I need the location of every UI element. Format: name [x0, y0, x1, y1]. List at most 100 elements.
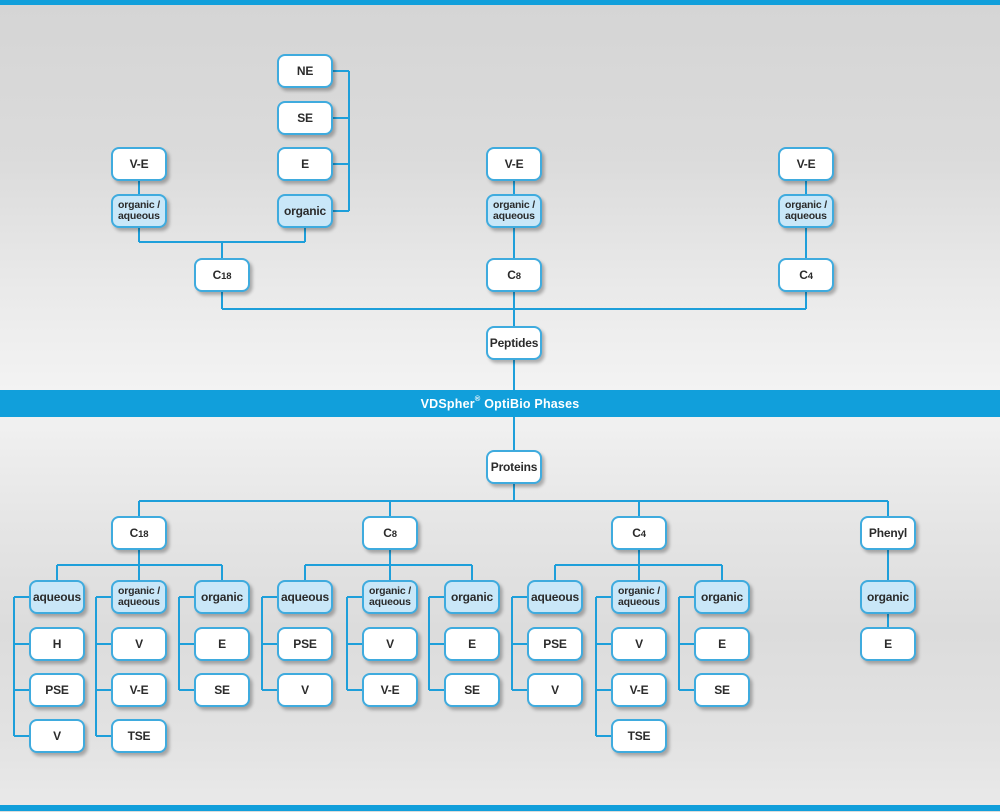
node-label: V	[386, 637, 394, 651]
node-label-line: organic /	[493, 198, 535, 211]
node-label: PSE	[293, 637, 317, 651]
banner-brand: VDSpher	[420, 396, 475, 411]
node-label-subscript: 18	[138, 528, 149, 540]
node-pro-c18-aq-h: H	[29, 627, 85, 661]
node-pep-c18-ve: V-E	[111, 147, 167, 181]
banner: VDSpher® OptiBio Phases	[0, 390, 1000, 417]
node-label: C	[383, 526, 392, 540]
node-label-subscript: 4	[640, 528, 646, 540]
node-pro-phenyl: Phenyl	[860, 516, 916, 550]
node-label: H	[52, 637, 62, 651]
node-label: V	[135, 637, 143, 651]
node-pep-c4-orgaq: organic /aqueous	[778, 194, 834, 228]
node-label: E	[718, 637, 726, 651]
node-pro-c8-oa-v: V	[362, 627, 418, 661]
node-pro-phenyl-or-e: E	[860, 627, 916, 661]
node-label-line: aqueous	[785, 210, 827, 222]
banner-rest: OptiBio Phases	[480, 396, 580, 411]
node-pep-organic: organic	[277, 194, 333, 228]
node-label: SE	[214, 683, 230, 697]
node-pro-c8-or-e: E	[444, 627, 500, 661]
node-label: Proteins	[490, 460, 538, 474]
node-pro-c18-aq-v: V	[29, 719, 85, 753]
node-pro-c18-orgaq: organic /aqueous	[111, 580, 167, 614]
node-label: SE	[297, 111, 313, 125]
node-pro-c4-oa-ve: V-E	[611, 673, 667, 707]
node-label: V-E	[129, 157, 149, 171]
node-pro-c18-aqueous: aqueous	[29, 580, 85, 614]
node-label-line: organic /	[369, 584, 411, 597]
node-label: V-E	[629, 683, 649, 697]
bottom-accent-bar	[0, 805, 1000, 811]
node-label: V-E	[129, 683, 149, 697]
node-pro-c4-orgaq: organic /aqueous	[611, 580, 667, 614]
node-pep-c4-ve: V-E	[778, 147, 834, 181]
node-label: organic	[867, 590, 909, 604]
node-pro-phenyl-organic: organic	[860, 580, 916, 614]
node-label-line: organic /	[118, 584, 160, 597]
node-label-line: aqueous	[118, 210, 160, 222]
node-label: V	[635, 637, 643, 651]
node-label: C	[799, 268, 808, 282]
node-label: organic	[201, 590, 243, 604]
node-label: Phenyl	[868, 526, 908, 540]
node-label: C	[129, 526, 139, 540]
node-label: V-E	[796, 157, 816, 171]
node-proteins: Proteins	[486, 450, 542, 484]
node-label: organic	[701, 590, 743, 604]
node-label: TSE	[627, 729, 651, 743]
node-label: C	[212, 268, 222, 282]
node-pro-c4-organic: organic	[694, 580, 750, 614]
node-pro-c8-aq-pse: PSE	[277, 627, 333, 661]
node-label: PSE	[543, 637, 567, 651]
node-label: PSE	[45, 683, 69, 697]
node-label: NE	[296, 64, 314, 78]
node-pro-c18-oa-tse: TSE	[111, 719, 167, 753]
node-label: E	[884, 637, 892, 651]
node-pro-c4-oa-tse: TSE	[611, 719, 667, 753]
node-pro-c18-organic: organic	[194, 580, 250, 614]
node-pro-c8-oa-ve: V-E	[362, 673, 418, 707]
node-label-subscript: 4	[807, 270, 813, 282]
node-label: SE	[464, 683, 480, 697]
node-pro-c18-aq-pse: PSE	[29, 673, 85, 707]
node-label-line: organic /	[118, 198, 160, 211]
node-pro-c8-or-se: SE	[444, 673, 500, 707]
node-label-line: aqueous	[118, 596, 160, 608]
node-pro-c4-or-e: E	[694, 627, 750, 661]
node-label: organic	[284, 204, 326, 218]
node-pro-c4-oa-v: V	[611, 627, 667, 661]
node-label: organic	[451, 590, 493, 604]
node-label-subscript: 8	[391, 528, 397, 540]
node-pro-c8-orgaq: organic /aqueous	[362, 580, 418, 614]
node-pro-c18-or-se: SE	[194, 673, 250, 707]
node-label: V	[301, 683, 309, 697]
node-label: V-E	[504, 157, 524, 171]
node-pro-c4-aq-v: V	[527, 673, 583, 707]
node-label-subscript: 8	[515, 270, 521, 282]
node-label: Peptides	[489, 336, 539, 350]
node-label: aqueous	[531, 590, 579, 604]
registered-trademark-icon: ®	[474, 394, 481, 404]
node-label: TSE	[127, 729, 151, 743]
node-label: V	[53, 729, 61, 743]
node-label: E	[468, 637, 476, 651]
node-pep-ne: NE	[277, 54, 333, 88]
node-pro-c4-aqueous: aqueous	[527, 580, 583, 614]
node-label: V	[551, 683, 559, 697]
node-label-subscript: 18	[221, 270, 232, 282]
node-label-line: aqueous	[369, 596, 411, 608]
node-peptides: Peptides	[486, 326, 542, 360]
banner-title: VDSpher® OptiBio Phases	[420, 394, 580, 411]
node-label: aqueous	[281, 590, 329, 604]
node-label: SE	[714, 683, 730, 697]
node-pro-c4-aq-pse: PSE	[527, 627, 583, 661]
node-label: C	[632, 526, 641, 540]
